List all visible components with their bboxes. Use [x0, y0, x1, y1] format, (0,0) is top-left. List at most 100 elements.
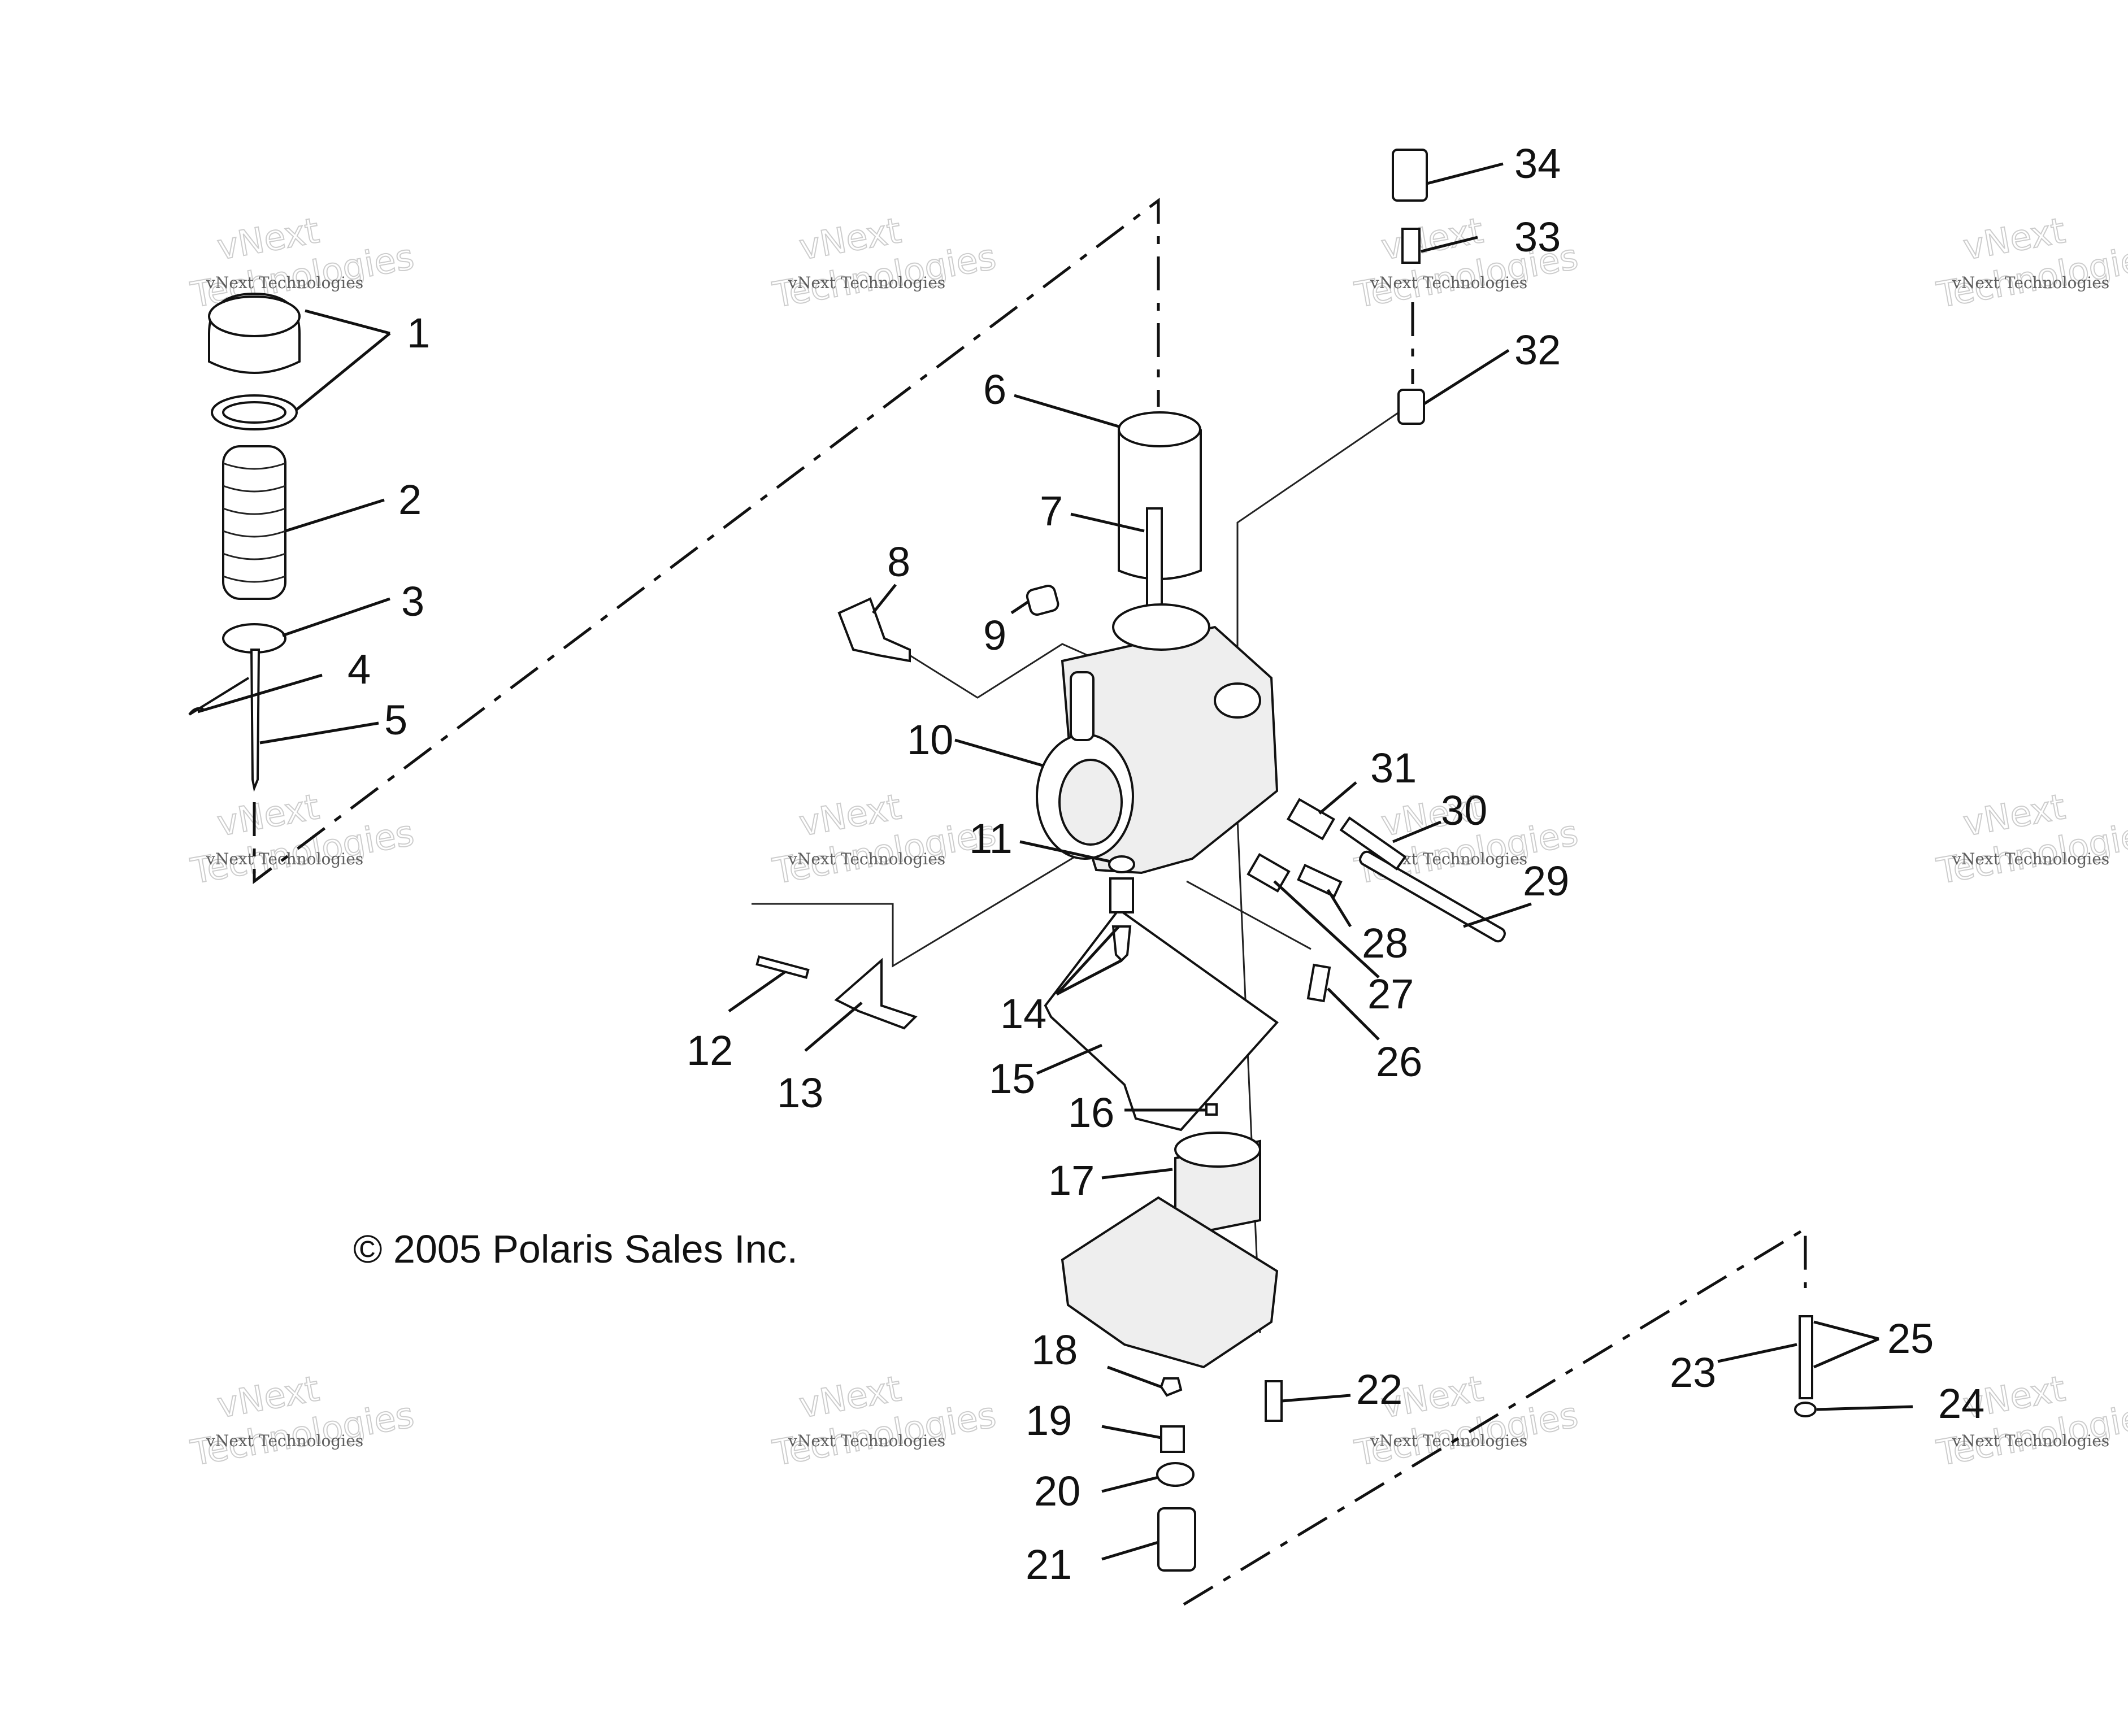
callout-25: 25 — [1887, 1315, 1934, 1362]
watermark-text: vNext Technologies — [1952, 1432, 2109, 1450]
callout-6: 6 — [983, 366, 1006, 413]
callout-4: 4 — [348, 646, 371, 693]
leader-lines — [197, 162, 1913, 1561]
callout-12: 12 — [687, 1027, 733, 1074]
spring-31 — [1286, 798, 1336, 841]
washer-11 — [1108, 855, 1135, 873]
pin-23 — [1799, 1315, 1813, 1399]
carburetor-post — [1070, 671, 1095, 741]
mounting-boss — [1214, 682, 1261, 719]
tube-29 — [1359, 850, 1506, 943]
cap-gasket-inner — [222, 401, 286, 424]
callout-19: 19 — [1026, 1397, 1072, 1444]
slide-bore-top — [1112, 603, 1210, 651]
callout-34: 34 — [1514, 140, 1561, 187]
callout-24: 24 — [1938, 1380, 1984, 1427]
carburetor-inlet-bore — [1058, 759, 1123, 846]
callout-2: 2 — [398, 476, 422, 523]
watermark-text: vNext Technologies — [1370, 273, 1527, 292]
throttle-slide-group — [1118, 411, 1202, 611]
needle-retainer-plate — [222, 623, 286, 654]
cable-fitting-34 — [1392, 149, 1428, 202]
needle-jet — [1146, 507, 1163, 611]
callout-27: 27 — [1367, 971, 1414, 1017]
watermark: vNext Technologies vNext Technologies — [769, 1367, 1000, 1474]
screw-26 — [1306, 963, 1331, 1003]
float-bowl — [1061, 1196, 1279, 1369]
choke-lever-12 — [755, 955, 810, 979]
callout-21: 21 — [1026, 1541, 1072, 1588]
callout-7: 7 — [1040, 488, 1063, 534]
main-jet-14 — [1109, 877, 1134, 913]
routing-line-lower — [1186, 880, 1311, 950]
callout-5: 5 — [384, 697, 407, 743]
o-ring-20 — [1156, 1462, 1195, 1487]
watermark-text: vNext Technologies — [1952, 850, 2109, 868]
callout-13: 13 — [777, 1069, 823, 1116]
air-screw-28 — [1297, 863, 1343, 898]
float-pin — [1205, 1103, 1218, 1116]
jet-needle — [250, 649, 260, 792]
watermark: vNext Technologies vNext Technologies — [1933, 209, 2128, 316]
callout-29: 29 — [1523, 858, 1569, 904]
watermark-text: vNext Technologies — [1952, 273, 2109, 292]
callout-17: 17 — [1048, 1157, 1095, 1204]
watermark: vNext Technologies vNext Technologies — [187, 785, 418, 893]
callout-11: 11 — [969, 815, 1013, 862]
spring-33 — [1401, 228, 1421, 264]
callout-16: 16 — [1068, 1089, 1114, 1136]
callout-20: 20 — [1034, 1468, 1080, 1515]
small-parts — [755, 149, 1817, 1572]
float-group — [1174, 1103, 1261, 1239]
throttle-cap-assembly — [188, 292, 301, 792]
spring-27 — [1247, 852, 1291, 893]
choke-bracket-13 — [834, 958, 918, 1030]
adjuster-32 — [1397, 389, 1425, 425]
e-clip — [188, 677, 250, 716]
throttle-slide-top — [1118, 411, 1201, 447]
copyright-text: © 2005 Polaris Sales Inc. — [353, 1227, 798, 1271]
watermark: vNext Technologies vNext Technologies — [1933, 785, 2128, 893]
needle-valve-14 — [1111, 925, 1132, 962]
callout-1: 1 — [407, 310, 430, 356]
float-bowl-gasket — [1044, 908, 1279, 1132]
choke-plunger — [837, 597, 911, 663]
drain-washer-18 — [1159, 1377, 1183, 1397]
watermark: vNext Technologies vNext Technologies — [769, 785, 1000, 893]
callout-32: 32 — [1514, 327, 1561, 373]
callout-30: 30 — [1441, 787, 1487, 834]
watermark-text: vNext Technologies — [206, 1432, 363, 1450]
callout-23: 23 — [1670, 1349, 1716, 1396]
assembly-line-bottom-right — [1183, 1226, 1807, 1606]
assembly-lines — [253, 197, 1807, 1606]
pilot-screw-30 — [1339, 816, 1407, 871]
callout-28: 28 — [1362, 920, 1408, 967]
throttle-spring — [222, 445, 286, 600]
callout-15: 15 — [989, 1055, 1035, 1102]
callout-33: 33 — [1514, 214, 1561, 260]
watermark-text: vNext Technologies — [206, 273, 363, 292]
callout-14: 14 — [1000, 990, 1046, 1037]
callout-18: 18 — [1031, 1326, 1078, 1373]
clip-24 — [1794, 1402, 1817, 1417]
callout-3: 3 — [401, 578, 424, 625]
callout-31: 31 — [1370, 745, 1417, 791]
screw-22 — [1265, 1380, 1283, 1422]
watermark-text: vNext Technologies — [788, 273, 945, 292]
watermark-text: vNext Technologies — [788, 850, 945, 868]
watermark: vNext Technologies vNext Technologies — [769, 209, 1000, 316]
choke-parts — [837, 584, 1059, 663]
watermark-text: vNext Technologies — [788, 1432, 945, 1450]
watermark: vNext Technologies vNext Technologies — [187, 1367, 418, 1474]
float-top — [1174, 1132, 1261, 1168]
callout-8: 8 — [887, 538, 910, 585]
callout-9: 9 — [983, 612, 1006, 659]
callout-26: 26 — [1376, 1038, 1422, 1085]
plunger-cap — [1026, 584, 1059, 616]
callout-10: 10 — [907, 716, 953, 763]
bowl-plug-21 — [1157, 1507, 1196, 1572]
throttle-cap-top — [208, 295, 301, 337]
assembly-line-left — [253, 197, 1160, 885]
carburetor-body — [1036, 603, 1279, 874]
